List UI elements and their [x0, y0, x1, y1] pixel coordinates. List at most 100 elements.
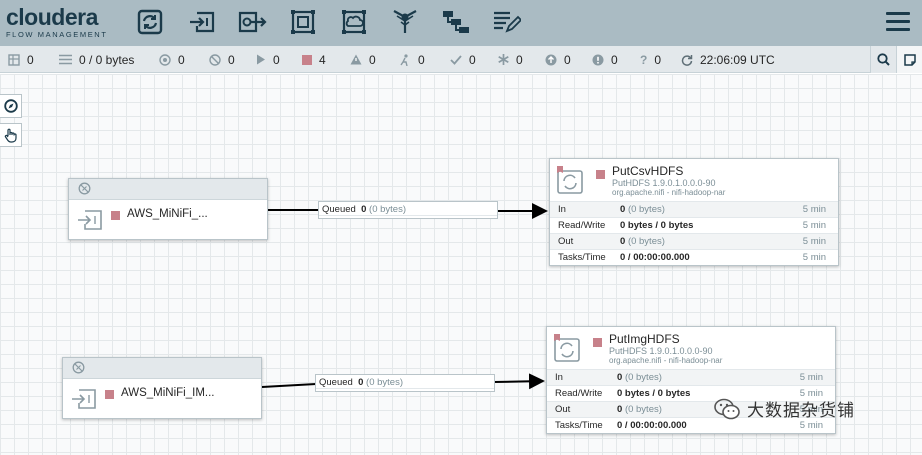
sync-failure-status: ? 0	[640, 46, 661, 73]
question-icon: ?	[640, 52, 648, 67]
process-group-tool-icon	[291, 10, 315, 34]
queued-label: Queued	[322, 204, 356, 215]
transmitting-status: 0	[159, 46, 185, 73]
remote-process-group-tool-button[interactable]	[339, 8, 369, 36]
funnel-tool-button[interactable]	[390, 8, 420, 36]
processor-putimghdfs[interactable]: PutImgHDFS PutHDFS 1.9.0.1.0.0.0-90 org.…	[546, 326, 836, 434]
stop-icon	[302, 54, 312, 65]
sync-failure-count: 0	[654, 52, 662, 67]
arrow-up-circle-icon	[545, 54, 557, 66]
queued-count: 0	[361, 204, 367, 215]
stats-row-tasks: Tasks/Time 0 / 00:00:00.000 5 min	[547, 417, 835, 433]
stats-row-tasks: Tasks/Time 0 / 00:00:00.000 5 min	[550, 249, 838, 265]
process-group-tool-button[interactable]	[288, 8, 318, 36]
input-port-header	[69, 179, 267, 200]
search-icon	[877, 53, 890, 66]
asterisk-icon	[498, 54, 509, 65]
top-toolbar: cloudera FLOW MANAGEMENT	[0, 0, 922, 46]
transmitting-icon	[159, 53, 171, 66]
flow-canvas[interactable]: AWS_MiNiFi_... AWS_MiNiFi_IM... Queued 0…	[0, 74, 922, 455]
wechat-logo-icon	[714, 398, 740, 419]
processor-bundle: org.apache.nifi - nifi-hadoop-nar	[609, 356, 723, 365]
not-transmitting-icon	[72, 361, 85, 379]
connection-line-2[interactable]	[261, 381, 543, 387]
label-tool-icon	[494, 11, 521, 33]
checkmark-icon	[450, 54, 462, 65]
search-button[interactable]	[870, 46, 896, 73]
output-port-tool-button[interactable]	[237, 8, 267, 36]
locally-modified-stale-count: 0	[611, 52, 618, 67]
stopped-count: 4	[319, 52, 326, 67]
queue-progress	[316, 388, 494, 391]
processor-tool-icon	[137, 9, 163, 35]
queued-size: (0 bytes)	[366, 377, 403, 388]
processor-type: PutHDFS 1.9.0.1.0.0.0-90	[609, 346, 713, 356]
stats-row-out: Out 0 (0 bytes) 5 min	[547, 401, 835, 417]
stats-row-in: In 0 (0 bytes) 5 min	[550, 201, 838, 217]
stale-status: 0	[545, 46, 571, 73]
hamburger-icon	[886, 12, 910, 15]
bulletin-board-button[interactable]	[896, 46, 922, 73]
disabled-icon	[400, 53, 411, 66]
input-port-2[interactable]: AWS_MiNiFi_IM...	[62, 357, 262, 419]
queued-label: Queued	[319, 377, 353, 388]
stopped-indicator	[593, 338, 602, 347]
label-tool-button[interactable]	[492, 8, 522, 36]
refresh-icon[interactable]	[681, 54, 693, 66]
global-menu-button[interactable]	[886, 12, 910, 32]
processor-putcsvhdfs[interactable]: PutCsvHDFS PutHDFS 1.9.0.1.0.0.0-90 org.…	[549, 158, 839, 266]
not-transmitting-icon	[78, 182, 91, 200]
operate-palette-toggle[interactable]	[0, 123, 22, 147]
input-port-name: AWS_MiNiFi_IM...	[121, 387, 215, 399]
input-port-name: AWS_MiNiFi_...	[127, 208, 208, 220]
locally-modified-count: 0	[516, 52, 523, 67]
queue-list-icon	[59, 54, 72, 65]
navigate-palette-toggle[interactable]	[0, 94, 22, 118]
up-to-date-status: 0	[450, 46, 476, 73]
cloudera-logo: cloudera FLOW MANAGEMENT	[6, 4, 108, 39]
input-port-1[interactable]: AWS_MiNiFi_...	[68, 178, 268, 240]
stopped-indicator	[105, 390, 114, 399]
running-status: 0	[256, 46, 280, 73]
processor-tool-button[interactable]	[135, 8, 165, 36]
stats-row-in: In 0 (0 bytes) 5 min	[547, 369, 835, 385]
queue-progress	[319, 215, 497, 218]
active-threads-status: 0	[8, 46, 34, 73]
not-transmitting-status: 0	[209, 46, 235, 73]
stopped-indicator	[111, 211, 120, 220]
processor-name: PutCsvHDFS	[612, 164, 684, 178]
not-transmitting-icon	[209, 53, 221, 66]
connection-label-1[interactable]: Queued 0 (0 bytes)	[318, 201, 498, 219]
template-tool-icon	[443, 11, 469, 33]
not-transmitting-count: 0	[228, 52, 235, 67]
connection-label-2[interactable]: Queued 0 (0 bytes)	[315, 374, 495, 392]
funnel-tool-icon	[393, 10, 417, 33]
running-count: 0	[273, 52, 280, 67]
input-port-tool-button[interactable]	[187, 8, 217, 36]
queued-count: 0	[358, 377, 364, 388]
exclamation-circle-icon	[592, 54, 604, 66]
invalid-count: 0	[369, 52, 376, 67]
disabled-count: 0	[418, 52, 425, 67]
locally-modified-status: 0	[498, 46, 523, 73]
logo-main-text: cloudera	[6, 4, 98, 30]
refresh-status[interactable]: 22:06:09 UTC	[681, 46, 775, 73]
input-port-icon	[71, 388, 97, 415]
connection-line-1[interactable]	[268, 210, 546, 211]
warning-icon	[350, 54, 362, 65]
processor-bundle: org.apache.nifi - nifi-hadoop-nar	[612, 188, 726, 197]
input-port-tool-icon	[190, 11, 215, 33]
stale-count: 0	[564, 52, 571, 67]
remote-process-group-tool-icon	[342, 10, 366, 34]
locally-modified-stale-status: 0	[592, 46, 618, 73]
processor-type: PutHDFS 1.9.0.1.0.0.0-90	[612, 178, 716, 188]
queued-status: 0 / 0 bytes	[59, 46, 134, 73]
processor-name: PutImgHDFS	[609, 332, 680, 346]
threads-icon	[8, 53, 20, 66]
compass-icon	[3, 99, 18, 113]
stats-row-out: Out 0 (0 bytes) 5 min	[550, 233, 838, 249]
stopped-status: 4	[302, 46, 326, 73]
connection-lines	[261, 74, 922, 455]
template-tool-button[interactable]	[441, 8, 471, 36]
sticky-note-icon	[903, 53, 916, 66]
